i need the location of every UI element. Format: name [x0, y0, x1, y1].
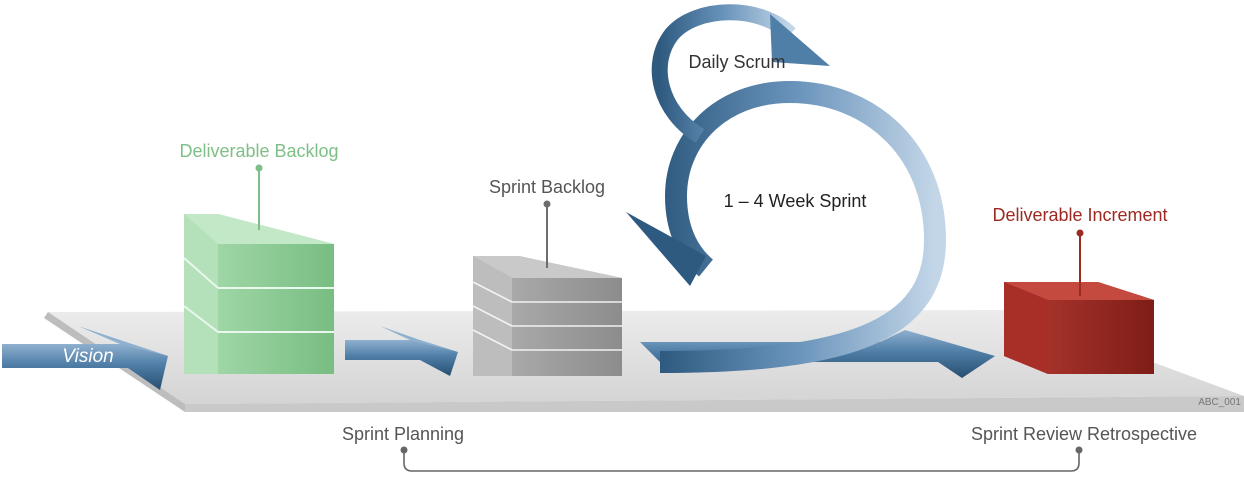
- sprint-backlog-label: Sprint Backlog: [489, 177, 605, 197]
- sprint-backlog-pin: [543, 200, 551, 208]
- deliverable-backlog-label: Deliverable Backlog: [179, 141, 338, 161]
- figure-id: ABC_001: [1198, 397, 1241, 408]
- deliverable-increment-cube: [1004, 282, 1154, 374]
- vision-label: Vision: [62, 346, 113, 367]
- sprint-planning-label: Sprint Planning: [342, 424, 464, 444]
- deliverable-backlog-pin: [255, 164, 263, 172]
- sprint-review-pin: [1075, 446, 1083, 454]
- vision-arrow: [2, 326, 168, 390]
- daily-scrum-label: Daily Scrum: [688, 52, 785, 72]
- sprint-loop-arrow: [626, 80, 995, 378]
- week-sprint-label: 1 – 4 Week Sprint: [724, 191, 867, 211]
- deliverable-increment-label: Deliverable Increment: [992, 205, 1167, 225]
- planning-review-bracket: [403, 450, 1080, 472]
- sprint-review-label: Sprint Review Retrospective: [971, 424, 1197, 444]
- deliverable-backlog-stack: [183, 214, 334, 374]
- sprint-backlog-stack: [472, 256, 622, 376]
- sprint-planning-pin: [400, 446, 408, 454]
- deliverable-increment-pin: [1076, 229, 1084, 237]
- planning-arrow: [345, 326, 458, 376]
- daily-scrum-loop-arrow: [651, 4, 830, 143]
